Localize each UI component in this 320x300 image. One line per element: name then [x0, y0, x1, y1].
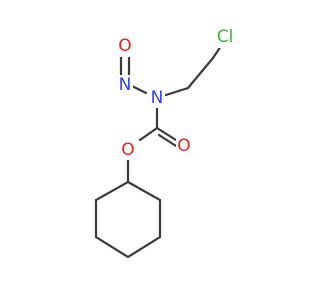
atom-oxygen-ester: O [120, 140, 136, 160]
atom-label-o-carbonyl: O [177, 136, 190, 156]
atom-oxygen-nitroso: O [117, 36, 133, 57]
atom-nitrogen-amide: N [149, 88, 165, 108]
bond-ch2-ch2 [186, 56, 215, 90]
bonds [94, 38, 227, 259]
bond-c-o-double-1 [155, 126, 178, 142]
atom-chlorine: Cl [212, 26, 238, 48]
atom-nitrogen-nitroso: N [117, 75, 133, 95]
bond-c-o-double-2 [157, 133, 178, 148]
bond-c-o-ester [138, 126, 159, 142]
atom-oxygen-carbonyl: O [176, 136, 192, 156]
atom-label-o-nitroso: O [118, 36, 131, 56]
bond-ch2-n [164, 86, 190, 97]
molecule-structure: Cl O N N O O [94, 26, 238, 259]
atom-label-n-nitroso: N [119, 75, 132, 95]
atom-label-o-ester: O [121, 140, 134, 160]
cyclohexane-ring [94, 180, 162, 259]
atoms: Cl O N N O O [117, 26, 238, 160]
atom-label-cl: Cl [217, 27, 234, 47]
atom-label-n-amide: N [151, 88, 164, 108]
